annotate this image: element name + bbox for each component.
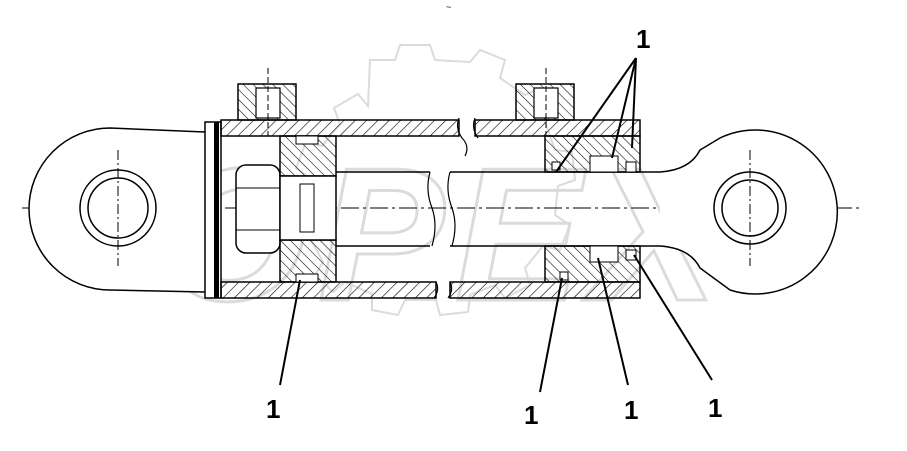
right-mounting-eye bbox=[659, 129, 839, 295]
break-line-rod-2 bbox=[447, 171, 456, 247]
top-mark: ~ bbox=[446, 2, 451, 12]
piston bbox=[279, 135, 337, 283]
left-mounting-eye bbox=[28, 127, 206, 293]
callout-label-gland-a: 1 bbox=[524, 400, 539, 430]
callout-label-gland-b: 1 bbox=[624, 395, 639, 425]
barrel-lower-wall bbox=[220, 281, 641, 299]
break-line-rod bbox=[427, 171, 436, 247]
leader-top-2 bbox=[611, 57, 637, 159]
port-right bbox=[515, 68, 575, 136]
callout-label-gland-c: 1 bbox=[708, 393, 723, 423]
leader-top-3 bbox=[631, 57, 637, 149]
break-line-upper-2 bbox=[472, 117, 479, 139]
callout-label-piston: 1 bbox=[266, 394, 281, 424]
leader-lines bbox=[279, 57, 713, 393]
leader-bottom-c bbox=[633, 254, 713, 381]
break-line-upper bbox=[456, 117, 468, 157]
leader-bottom-a bbox=[539, 277, 563, 393]
break-line-lower-2 bbox=[447, 281, 453, 299]
bottom-cap bbox=[204, 121, 222, 299]
leader-bottom-piston bbox=[279, 279, 301, 386]
piston-nut bbox=[235, 164, 281, 254]
port-left bbox=[237, 68, 297, 136]
break-line-lower bbox=[433, 281, 439, 299]
barrel-upper-wall bbox=[220, 119, 641, 137]
leader-top-1 bbox=[555, 57, 637, 173]
leader-bottom-b bbox=[597, 257, 629, 386]
callout-label-top: 1 bbox=[636, 24, 651, 54]
